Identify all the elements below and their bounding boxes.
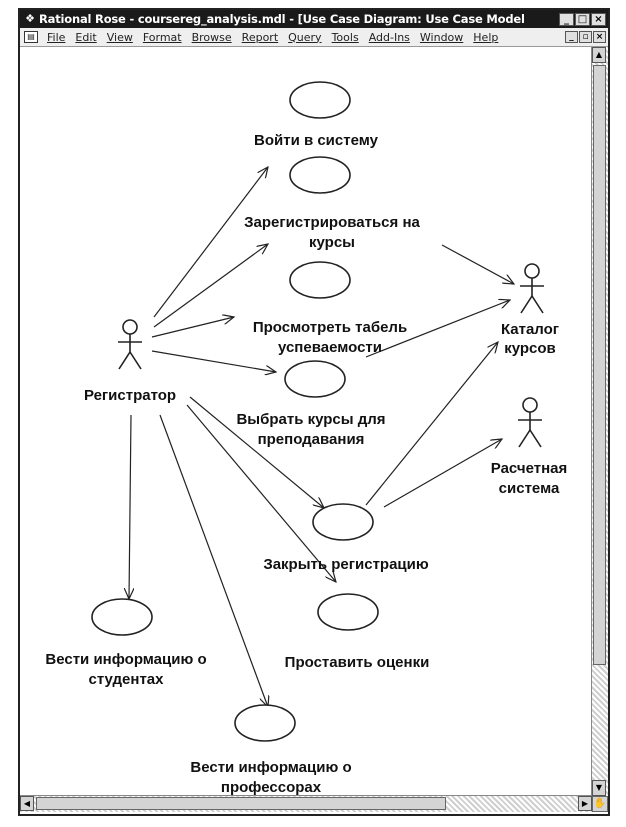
usecase-maintain-students-label-line1: Вести информацию о: [45, 651, 206, 668]
usecase-select-courses-label-line2: преподавания: [258, 431, 365, 448]
usecase-maintain-professors-label-line1: Вести информацию о: [190, 759, 351, 776]
assoc-close-catalog: [365, 342, 498, 506]
usecase-register-label-line2: курсы: [309, 234, 355, 251]
menu-window[interactable]: Window: [419, 30, 464, 44]
usecase-login-oval[interactable]: [289, 81, 351, 119]
menu-file[interactable]: File: [47, 30, 66, 44]
menu-query[interactable]: Query: [288, 30, 322, 44]
actor-catalog[interactable]: [520, 263, 544, 314]
assoc-login: [153, 167, 268, 318]
usecase-maintain-students-label-line2: студентах: [89, 671, 165, 688]
doc-close-button[interactable]: ×: [593, 31, 606, 43]
assoc-close-registration: [189, 396, 324, 508]
assoc-register-catalog: [441, 244, 514, 284]
vertical-scroll-thumb[interactable]: [593, 65, 606, 665]
scroll-left-button[interactable]: ◀: [20, 796, 34, 811]
document-icon[interactable]: ▤: [24, 31, 38, 43]
doc-minimize-button[interactable]: _: [565, 31, 578, 43]
actor-registrar-label: Регистратор: [84, 387, 176, 404]
usecase-close-registration-oval[interactable]: [312, 503, 374, 541]
window-title: Rational Rose - coursereg_analysis.mdl -…: [39, 12, 525, 26]
actor-registrar[interactable]: [118, 319, 142, 370]
usecase-login-label: Войти в систему: [254, 132, 379, 149]
assoc-close-billing: [383, 439, 502, 508]
assoc-maintain-professors: [159, 414, 268, 707]
actor-billing-label-line1: Расчетная: [491, 460, 567, 477]
menu-bar: ▤ File Edit View Format Browse Report Qu…: [20, 28, 608, 47]
menu-format[interactable]: Format: [142, 30, 182, 44]
rose-window: ❖ Rational Rose - coursereg_analysis.mdl…: [18, 8, 610, 816]
vertical-scrollbar[interactable]: ▲ ▼: [591, 47, 608, 796]
usecase-maintain-professors-oval[interactable]: [234, 704, 296, 742]
usecase-view-grades-label-line2: успеваемости: [278, 339, 382, 356]
menu-browse[interactable]: Browse: [191, 30, 232, 44]
doc-restore-button[interactable]: ▫: [579, 31, 592, 43]
actor-billing[interactable]: [518, 397, 542, 448]
menu-tools[interactable]: Tools: [331, 30, 359, 44]
usecase-view-grades-label-line1: Просмотреть табель: [253, 319, 407, 336]
actor-billing-label-line2: система: [499, 480, 560, 497]
menu-edit[interactable]: Edit: [75, 30, 97, 44]
assoc-register: [153, 244, 268, 328]
menu-add-ins[interactable]: Add-Ins: [368, 30, 410, 44]
assoc-select-courses: [151, 350, 276, 372]
diagram-canvas[interactable]: Регистратор Каталог курсов Расчетная сис…: [20, 47, 592, 796]
menu-view[interactable]: View: [106, 30, 133, 44]
actor-catalog-label-line2: курсов: [504, 340, 556, 357]
scroll-down-button[interactable]: ▼: [592, 780, 606, 796]
minimize-button[interactable]: _: [559, 12, 574, 26]
maximize-button[interactable]: □: [575, 12, 590, 26]
menu-report[interactable]: Report: [241, 30, 279, 44]
usecase-view-grades-oval[interactable]: [289, 261, 351, 299]
assoc-maintain-students: [129, 414, 131, 599]
actor-catalog-label-line1: Каталог: [501, 321, 559, 338]
usecase-select-courses-oval[interactable]: [284, 360, 346, 398]
usecase-maintain-students-oval[interactable]: [91, 598, 153, 636]
usecase-submit-grades-oval[interactable]: [317, 593, 379, 631]
usecase-close-registration-label: Закрыть регистрацию: [263, 556, 429, 573]
scroll-right-button[interactable]: ▶: [578, 796, 592, 811]
horizontal-scrollbar[interactable]: ◀ ▶: [20, 795, 592, 812]
usecase-submit-grades-label: Проставить оценки: [285, 654, 430, 671]
usecase-register-label-line1: Зарегистрироваться на: [244, 214, 420, 231]
usecase-select-courses-label-line1: Выбрать курсы для: [236, 411, 385, 428]
rose-icon[interactable]: ❖: [25, 12, 35, 25]
close-button[interactable]: ×: [591, 12, 606, 26]
title-bar[interactable]: ❖ Rational Rose - coursereg_analysis.mdl…: [20, 10, 608, 28]
usecase-register-oval[interactable]: [289, 156, 351, 194]
scroll-up-button[interactable]: ▲: [592, 47, 606, 63]
use-case-diagram: Регистратор Каталог курсов Расчетная сис…: [45, 81, 567, 796]
menu-help[interactable]: Help: [473, 30, 499, 44]
assoc-select-catalog: [365, 300, 510, 358]
hand-cursor-icon: ✋: [592, 796, 608, 812]
assoc-view-grades: [151, 317, 234, 338]
horizontal-scroll-thumb[interactable]: [36, 797, 446, 810]
assoc-submit-grades: [186, 404, 336, 582]
usecase-maintain-professors-label-line2: профессорах: [221, 779, 322, 796]
